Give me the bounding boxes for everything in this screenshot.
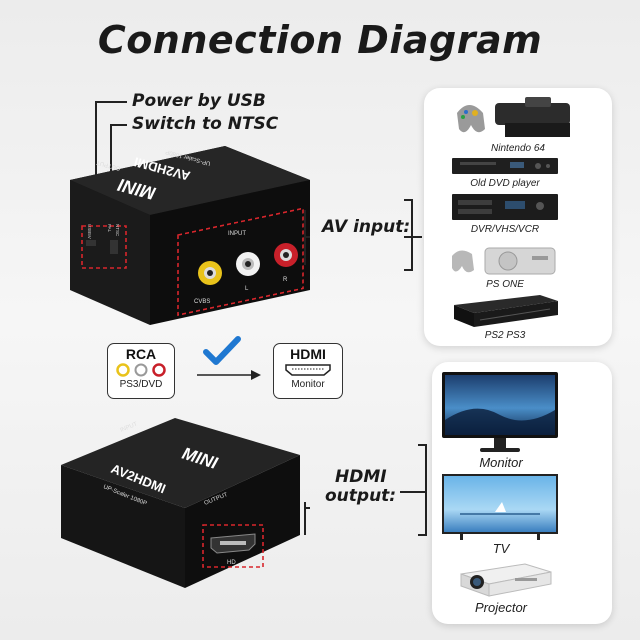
hdmi-destination-badge: HDMI Monitor xyxy=(273,343,343,399)
hdmi-output-label-line2: output: xyxy=(325,486,397,506)
box-top-port-out: OUTPUT xyxy=(96,159,122,171)
dvr-vhs-vcr-icon xyxy=(452,194,558,220)
rca-jack-red xyxy=(274,243,298,267)
box-top-side-ntsc: NTSC xyxy=(115,224,120,237)
hdmi-port-icon xyxy=(285,364,331,376)
device-label-ps-one: PS ONE xyxy=(486,279,524,290)
projector-icon xyxy=(460,563,552,597)
device-label-dvr-vhs-vcr: DVR/VHS/VCR xyxy=(470,224,540,235)
flow-arrow-icon xyxy=(197,370,261,380)
rca-jack-white xyxy=(236,252,260,276)
box-top-port-in: INPUT xyxy=(228,231,246,237)
rca-source-badge: RCA PS3/DVD xyxy=(107,343,175,399)
box-top-side-pal: PAL xyxy=(107,224,112,233)
box-top-jack-r: R xyxy=(283,277,288,283)
hdmi-badge-title: HDMI xyxy=(290,346,326,362)
rca-connector-icon xyxy=(116,363,166,377)
monitor-icon xyxy=(442,372,558,452)
rca-badge-sub: PS3/DVD xyxy=(119,379,163,390)
dvd-player-icon xyxy=(452,158,558,174)
converter-box-top: MINI AV2HDMI UP-Scaler 1080P OUTPUT INPU… xyxy=(70,146,310,325)
ps2-ps3-icon xyxy=(454,295,558,327)
hdmi-port-hole xyxy=(210,533,256,554)
box-top-jack-l: L xyxy=(245,286,249,292)
device-label-ps2-ps3: PS2 PS3 xyxy=(484,330,526,341)
hdmi-output-label: HDMI output: xyxy=(325,468,396,506)
callout-power-usb: Power by USB xyxy=(132,91,266,111)
tv-icon xyxy=(442,474,558,540)
callout-line-power-vertical xyxy=(95,101,97,231)
rca-badge-title: RCA xyxy=(125,346,157,362)
box-top-side-usb: USB5V xyxy=(87,224,92,239)
ps-one-icon xyxy=(452,247,556,275)
device-label-monitor: Monitor xyxy=(479,455,523,470)
converter-box-bottom: MINI AV2HDMI UP-Scaler 1080P INPUT OUTPU… xyxy=(61,418,300,588)
nintendo-64-icon xyxy=(457,97,570,137)
hdmi-output-label-line1: HDMI xyxy=(335,467,387,487)
hdmi-badge-sub: Monitor xyxy=(291,379,325,390)
device-label-projector: Projector xyxy=(474,600,528,615)
device-label-nintendo-64: Nintendo 64 xyxy=(491,143,545,154)
hdmi-output-connector-line xyxy=(304,444,427,536)
av-input-label: AV input: xyxy=(322,217,411,237)
box-top-jack-cvbs: CVBS xyxy=(194,299,210,305)
callout-line-power-horizontal xyxy=(95,101,127,103)
rca-jack-yellow xyxy=(198,261,222,285)
check-icon xyxy=(203,336,241,365)
box-bottom-port-hd: HD xyxy=(227,560,236,566)
page-title: Connection Diagram xyxy=(97,18,543,62)
av-input-connector-line xyxy=(304,199,422,271)
callout-switch-ntsc: Switch to NTSC xyxy=(132,114,279,134)
callout-line-ntsc-horizontal xyxy=(110,124,127,126)
device-label-tv: TV xyxy=(492,541,510,556)
device-label-dvd-player: Old DVD player xyxy=(470,178,540,189)
box-bottom-port-in: INPUT xyxy=(120,421,139,433)
